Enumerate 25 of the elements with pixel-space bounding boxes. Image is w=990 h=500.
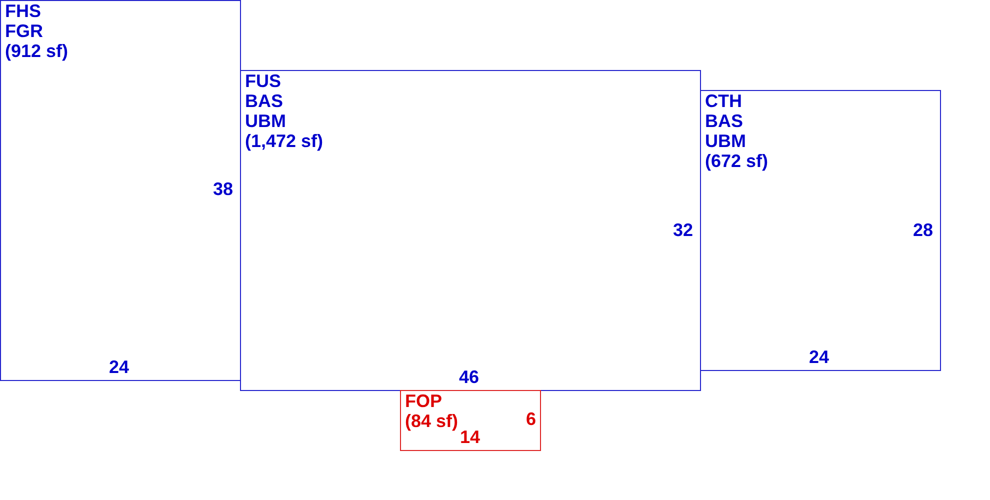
area-type: FGR xyxy=(5,21,43,41)
dimension-label: 14 xyxy=(460,427,480,447)
area-size: (912 sf) xyxy=(5,41,68,61)
area-code: FOP xyxy=(405,391,442,411)
area-size: (84 sf) xyxy=(405,411,458,431)
dimension-label: 24 xyxy=(109,357,130,377)
dimension-label: 46 xyxy=(459,367,480,387)
area-type: BAS xyxy=(245,91,284,111)
room-outline xyxy=(700,90,941,371)
room-outline xyxy=(400,390,541,451)
dimension-label: 32 xyxy=(673,220,694,240)
area-code: FUS xyxy=(245,71,281,91)
dimension-label: 6 xyxy=(526,409,536,429)
room-outline xyxy=(240,70,701,391)
area-size: (672 sf) xyxy=(705,151,768,171)
area-code: FHS xyxy=(5,1,41,21)
area-type: UBM xyxy=(705,131,746,151)
dimension-label: 28 xyxy=(913,220,934,240)
area-type: BAS xyxy=(705,111,744,131)
dimension-label: 24 xyxy=(809,347,830,367)
area-size: (1,472 sf) xyxy=(245,131,324,151)
room-outline xyxy=(0,0,241,381)
dimension-label: 38 xyxy=(213,179,234,199)
area-type: UBM xyxy=(245,111,286,131)
area-code: CTH xyxy=(705,91,742,111)
